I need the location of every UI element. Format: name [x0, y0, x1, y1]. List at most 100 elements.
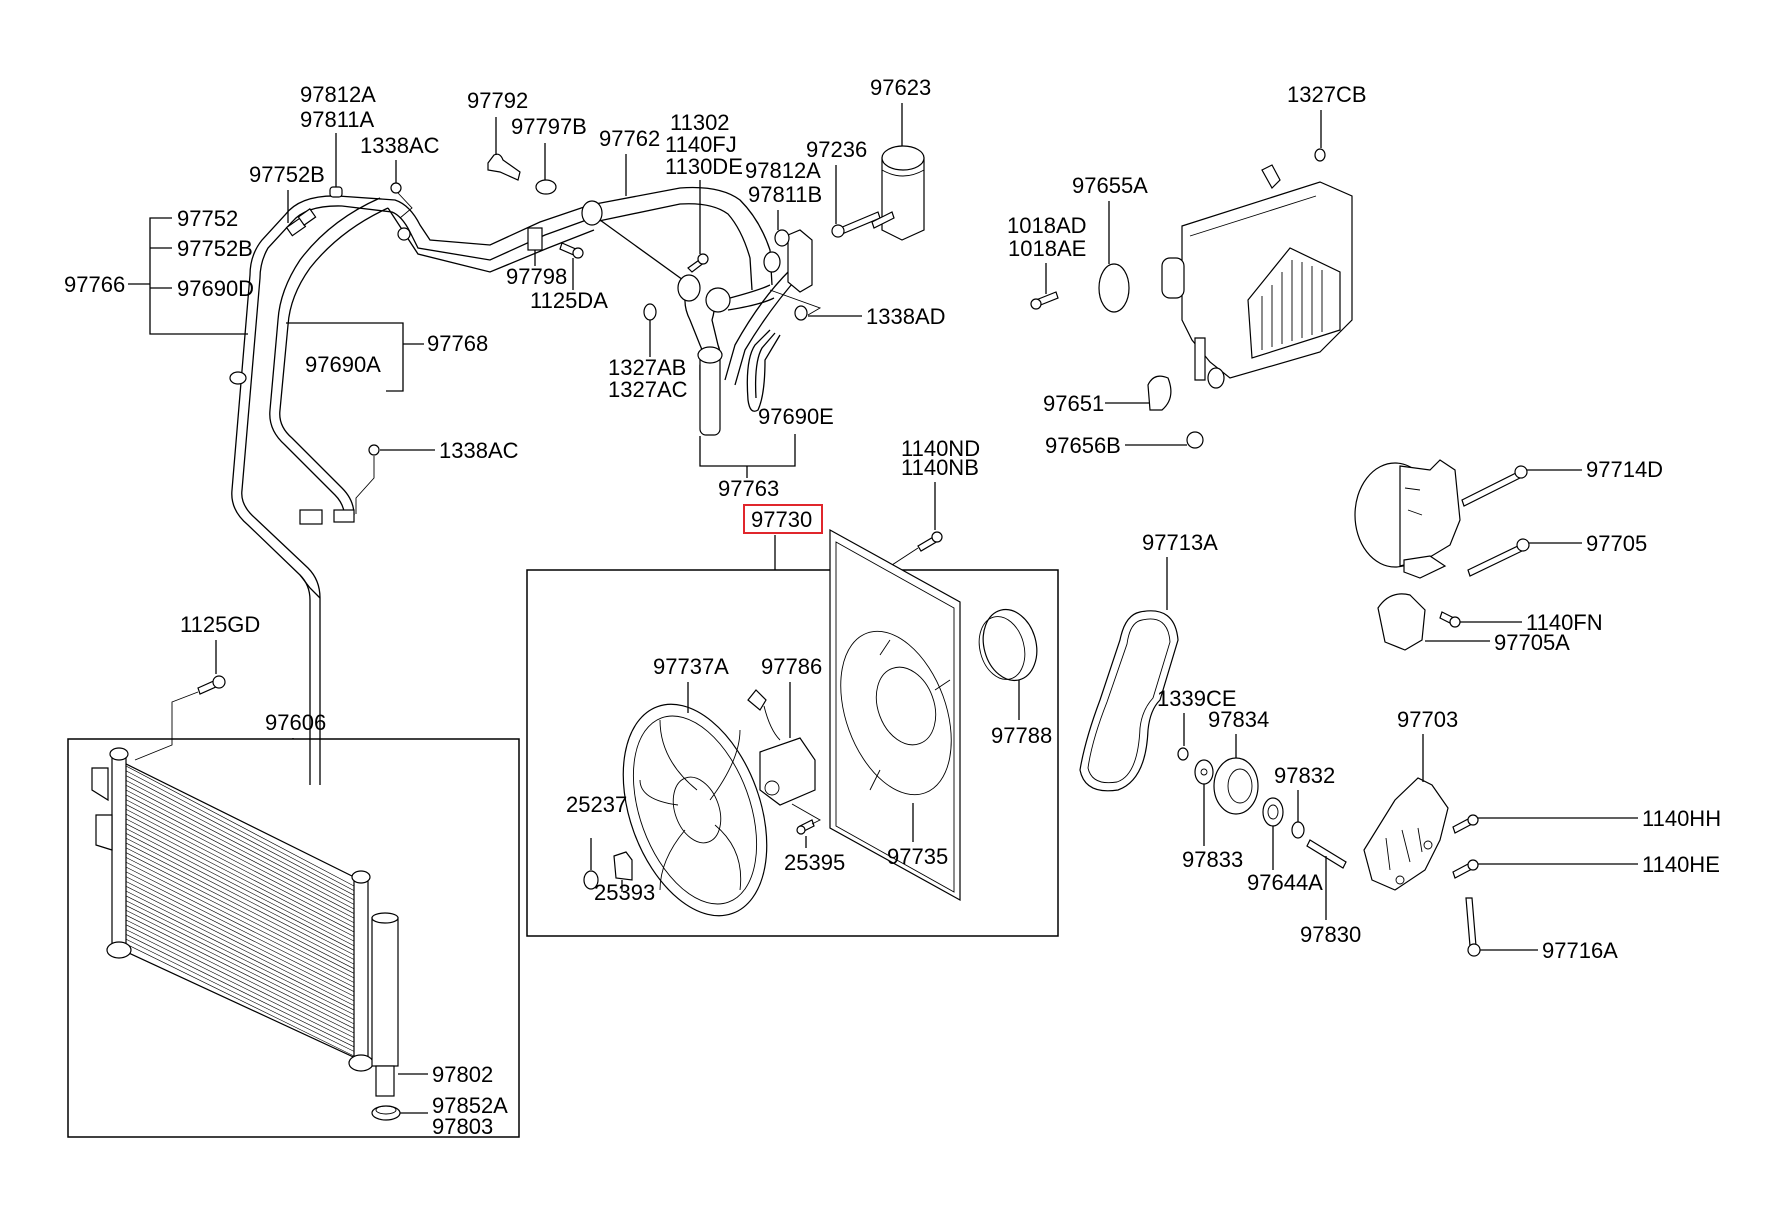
- label-1339CE[interactable]: 1339CE: [1157, 686, 1237, 711]
- label-97802[interactable]: 97802: [432, 1062, 493, 1087]
- label-97803[interactable]: 97803: [432, 1114, 493, 1139]
- label-97690A[interactable]: 97690A: [305, 352, 381, 377]
- label-1140FJ[interactable]: 1140FJ: [665, 132, 737, 157]
- label-97236[interactable]: 97236: [806, 137, 867, 162]
- label-97644A[interactable]: 97644A: [1247, 870, 1323, 895]
- compressor-bracket-97703[interactable]: [1363, 777, 1449, 891]
- washer-97833[interactable]: [1194, 759, 1214, 785]
- label-97752[interactable]: 97752: [177, 206, 238, 231]
- label-97798[interactable]: 97798: [506, 264, 567, 289]
- drain-hose-97651[interactable]: [1147, 375, 1172, 411]
- shaft-97830[interactable]: [1306, 839, 1347, 869]
- label-97766[interactable]: 97766: [64, 272, 125, 297]
- nut-1327AB[interactable]: [643, 303, 657, 321]
- compressor-unit[interactable]: [1354, 459, 1461, 579]
- label-97811A[interactable]: 97811A: [300, 107, 375, 132]
- label-97735[interactable]: 97735: [887, 844, 948, 869]
- label-1338AC-low[interactable]: 1338AC: [439, 438, 519, 463]
- label-97606[interactable]: 97606: [265, 710, 326, 735]
- receiver-drier-97623[interactable]: [871, 145, 925, 241]
- label-97833[interactable]: 97833: [1182, 847, 1243, 872]
- label-97811B[interactable]: 97811B: [748, 182, 822, 207]
- label-97752B-top[interactable]: 97752B: [249, 162, 325, 187]
- label-97832[interactable]: 97832: [1274, 763, 1335, 788]
- label-1018AD[interactable]: 1018AD: [1007, 213, 1087, 238]
- label-1125GD[interactable]: 1125GD: [180, 612, 260, 637]
- bolt-97705[interactable]: [1467, 544, 1523, 577]
- seal-97655A[interactable]: [1098, 263, 1130, 313]
- label-97713A[interactable]: 97713A: [1142, 530, 1218, 555]
- fan-motor-97786[interactable]: [747, 689, 816, 806]
- clamp-97798[interactable]: [527, 227, 543, 251]
- label-97656B[interactable]: 97656B: [1045, 433, 1121, 458]
- label-1327AC[interactable]: 1327AC: [608, 377, 688, 402]
- label-97651[interactable]: 97651: [1043, 391, 1104, 416]
- receiver-tank-97802[interactable]: [371, 912, 399, 1097]
- label-97786[interactable]: 97786: [761, 654, 822, 679]
- pipe-97690D[interactable]: [269, 197, 381, 521]
- clip-97792[interactable]: [487, 153, 521, 181]
- clip-97797B[interactable]: [535, 179, 557, 195]
- hose-97690E[interactable]: [746, 329, 781, 412]
- label-97703[interactable]: 97703: [1397, 707, 1458, 732]
- label-97792[interactable]: 97792: [467, 88, 528, 113]
- bolt-97716A[interactable]: [1465, 897, 1477, 947]
- clip-25237[interactable]: [583, 870, 599, 890]
- label-97655A[interactable]: 97655A: [1072, 173, 1148, 198]
- label-1140HH[interactable]: 1140HH: [1642, 806, 1721, 831]
- label-97705A[interactable]: 97705A: [1494, 630, 1570, 655]
- label-1140FN[interactable]: 1140FN: [1526, 610, 1603, 635]
- evaporator-unit[interactable]: [1161, 164, 1353, 389]
- label-1140ND[interactable]: 1140ND: [901, 436, 980, 461]
- plug-97852A[interactable]: [371, 1105, 401, 1121]
- label-1338AD[interactable]: 1338AD: [866, 304, 946, 329]
- cap-97788[interactable]: [976, 603, 1045, 686]
- nut-1338AD[interactable]: [794, 305, 808, 321]
- label-25393[interactable]: 25393: [594, 880, 655, 905]
- label-1018AE[interactable]: 1018AE: [1008, 236, 1086, 261]
- label-97797B[interactable]: 97797B: [511, 114, 587, 139]
- label-97852A[interactable]: 97852A: [432, 1093, 508, 1118]
- label-97690E[interactable]: 97690E: [758, 404, 834, 429]
- label-25395[interactable]: 25395: [784, 850, 845, 875]
- nut-1327CB[interactable]: [1314, 148, 1326, 162]
- grommet-97656B[interactable]: [1186, 431, 1204, 449]
- label-97788[interactable]: 97788: [991, 723, 1052, 748]
- label-25237[interactable]: 25237: [566, 792, 627, 817]
- label-97812A-mid[interactable]: 97812A: [745, 158, 821, 183]
- condenser-core-97606[interactable]: [91, 747, 374, 1072]
- label-1130DE[interactable]: 1130DE: [665, 154, 743, 179]
- label-1140HE[interactable]: 1140HE: [1642, 852, 1720, 877]
- hose-97762[interactable]: [589, 186, 773, 286]
- label-1125DA[interactable]: 1125DA: [530, 288, 608, 313]
- label-97752B[interactable]: 97752B: [177, 236, 253, 261]
- label-1338AC-top[interactable]: 1338AC: [360, 133, 440, 158]
- bracket-97705A[interactable]: [1377, 593, 1426, 651]
- washer-97644A[interactable]: [1262, 797, 1284, 827]
- label-1140NB[interactable]: 1140NB: [901, 455, 979, 480]
- label-97762[interactable]: 97762: [599, 126, 660, 151]
- pulley-97834[interactable]: [1213, 757, 1259, 815]
- label-97812A-top[interactable]: 97812A: [300, 82, 376, 107]
- label-97834[interactable]: 97834: [1208, 707, 1269, 732]
- label-97716A[interactable]: 97716A: [1542, 938, 1618, 963]
- valve-block-97811B[interactable]: [787, 229, 813, 293]
- label-97768[interactable]: 97768: [427, 331, 488, 356]
- nut-1339CE[interactable]: [1177, 747, 1189, 761]
- label-97737A[interactable]: 97737A: [653, 654, 729, 679]
- label-1327CB[interactable]: 1327CB: [1287, 82, 1367, 107]
- label-97763[interactable]: 97763: [718, 476, 779, 501]
- bolt-97714D[interactable]: [1461, 471, 1521, 507]
- fan-shroud-97735[interactable]: [820, 528, 972, 902]
- label-1327AB[interactable]: 1327AB: [608, 355, 686, 380]
- label-97830[interactable]: 97830: [1300, 922, 1361, 947]
- fan-blade-97737A[interactable]: [596, 684, 793, 935]
- label-97714D[interactable]: 97714D: [1586, 457, 1663, 482]
- washer-97832[interactable]: [1291, 821, 1305, 839]
- drive-belt-97713A[interactable]: [1079, 610, 1179, 792]
- label-97623[interactable]: 97623: [870, 75, 931, 100]
- label-97705[interactable]: 97705: [1586, 531, 1647, 556]
- label-11302[interactable]: 11302: [670, 110, 730, 135]
- label-97690D[interactable]: 97690D: [177, 276, 254, 301]
- label-97730[interactable]: 97730: [751, 507, 812, 532]
